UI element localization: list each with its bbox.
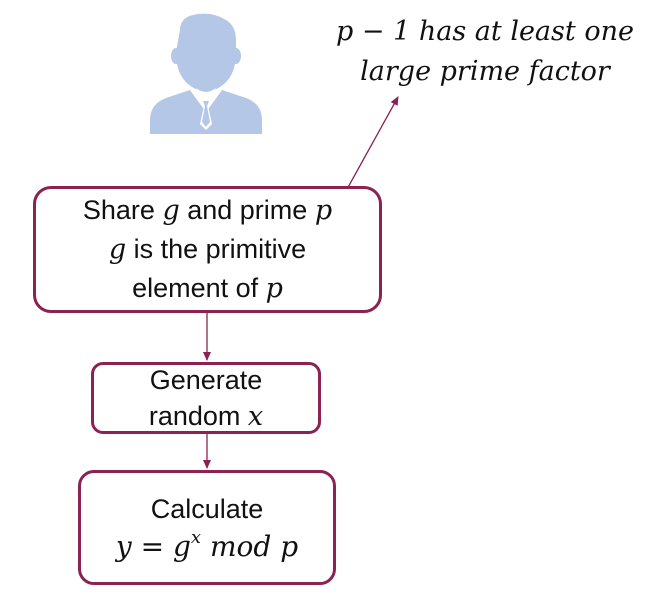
prime-factor-note: p − 1 has at least one large prime facto…: [322, 12, 648, 92]
element-of-label: element of: [132, 273, 266, 303]
var-p: p: [280, 529, 299, 563]
and-prime-label: and prime: [179, 195, 315, 225]
mod-operator: mod: [201, 529, 281, 563]
generate-line-1: Generate: [149, 364, 263, 395]
calculate-line-1: Calculate: [150, 493, 264, 524]
generate-line-2: random x: [149, 398, 263, 435]
share-line-1: Share g and prime p: [83, 191, 332, 230]
equals-sign: =: [131, 529, 173, 563]
generate-random-box: Generate random x: [91, 362, 321, 434]
var-g: g: [162, 195, 180, 226]
share-line-2: g is the primitive: [109, 230, 306, 269]
calculate-box: Calculate y = gx mod p: [78, 470, 336, 585]
random-label: random: [148, 400, 248, 431]
share-line-3: element of p: [132, 269, 283, 308]
arrow-to-note: [340, 96, 399, 201]
exponent-x: x: [190, 526, 202, 548]
note-line-2: large prime factor: [360, 56, 610, 87]
calculate-equation: y = gx mod p: [116, 528, 298, 566]
note-line-1: p − 1 has at least one: [336, 16, 634, 47]
var-g: g: [172, 529, 191, 563]
var-y: y: [115, 529, 132, 563]
var-x: x: [247, 400, 264, 432]
var-g: g: [108, 234, 127, 265]
var-p: p: [314, 195, 333, 226]
primitive-label: is the primitive: [126, 234, 307, 264]
user-person-icon: [150, 13, 262, 134]
var-p: p: [265, 273, 283, 304]
share-parameters-box: Share g and prime p g is the primitive e…: [33, 186, 382, 313]
share-label: Share: [82, 195, 163, 225]
